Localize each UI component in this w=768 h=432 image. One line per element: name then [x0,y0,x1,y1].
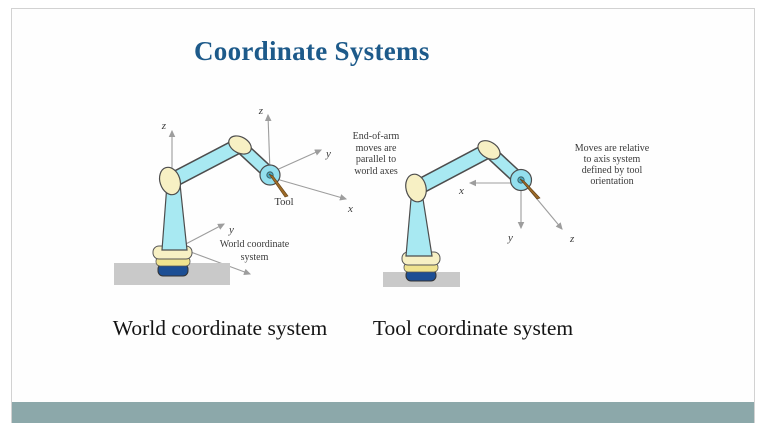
left-shoulder-joint [158,166,182,196]
annotation-line: defined by tool [581,164,643,176]
world-system-caption: World coordinate system [112,316,328,340]
right-elbow-joint [477,140,501,160]
left-elbow-joint [228,135,252,155]
world-y-axis [179,223,225,248]
annotation-line: to axis system [583,153,641,165]
left-wrist-z-axis [264,113,272,173]
left-tool [268,173,289,198]
world-frame-label-line: World coordinate [219,239,290,250]
annotation-line: End-of-arm [352,131,400,142]
world-z-label: z [161,120,167,132]
left-wrist-x-axis [272,177,348,201]
annotation-line: moves are [355,142,397,154]
tool-system-caption: Tool coordinate system [372,316,574,340]
annotation-line: parallel to [355,154,397,165]
left-upper-arm [164,139,245,188]
right-vertical-link [405,198,433,257]
left-wrist-z-label: z [258,105,264,117]
left-wrist-y-label: y [325,148,331,160]
right-tool [519,178,541,200]
tool-label: Tool [274,197,293,208]
right-robot-diagram: x y z [383,140,575,287]
annotation-line: orientation [590,175,634,187]
tool-y-label: y [507,232,513,244]
annotation-line: Moves are relative [574,143,650,154]
slide-footer-bar [12,402,754,423]
left-wrist-y-axis [271,149,323,173]
tool-moves-annotation: Moves are relative to axis system define… [556,143,668,188]
left-wrist-x-label: x [347,203,353,215]
world-y-label: y [228,224,234,236]
left-wrist-axes [264,113,348,201]
right-upper-arm [410,144,494,195]
slide-background [11,8,755,423]
left-robot-diagram: z y z y x Tool [114,105,353,285]
page-title: Coordinate Systems [194,36,430,66]
world-frame-label: World coordinate system [207,239,302,264]
right-shoulder-joint [405,173,427,203]
end-of-arm-annotation: End-of-arm moves are parallel to world a… [329,131,423,177]
annotation-line: world axes [354,165,398,177]
world-frame-label-line: system [240,251,269,263]
tool-x-label: x [458,185,464,197]
tool-z-label: z [569,233,575,245]
